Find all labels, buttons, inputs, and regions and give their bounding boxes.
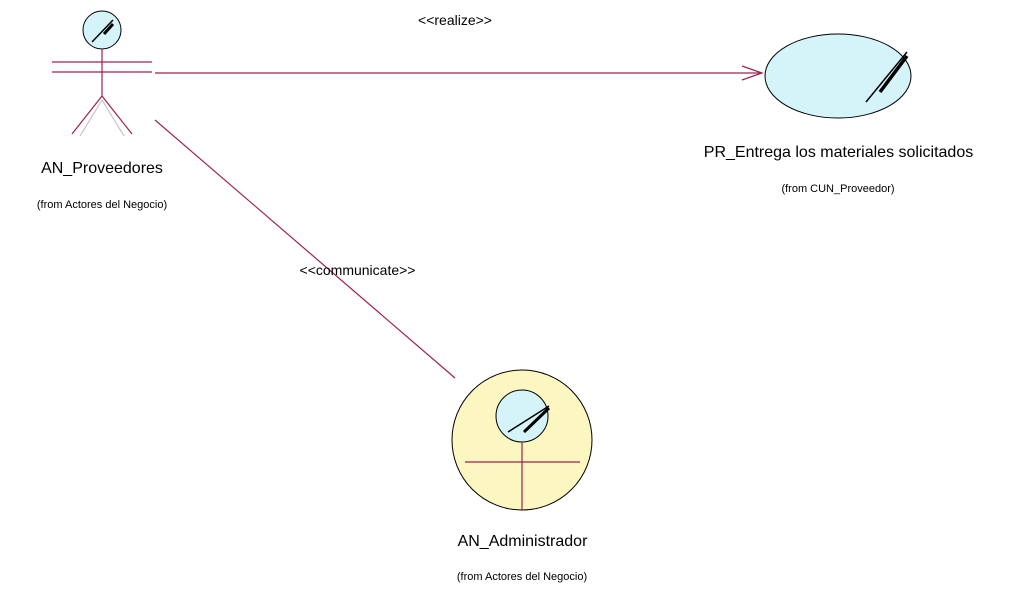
actor-head-icon — [82, 10, 122, 50]
communicate-connector[interactable] — [154, 119, 456, 379]
use-case-name-entrega: PR_Entrega los materiales solicitados — [703, 144, 974, 161]
business-worker-administrador[interactable] — [451, 369, 593, 511]
realize-stereotype: <<realize>> — [418, 12, 492, 28]
open-arrow-head — [741, 65, 764, 81]
realize-connector[interactable] — [155, 65, 764, 81]
business-actor-proveedores[interactable] — [52, 10, 152, 137]
communicate-stereotype: <<communicate>> — [299, 262, 416, 278]
worker-name-administrador: AN_Administrador — [457, 533, 588, 550]
worker-head-icon — [495, 389, 551, 443]
actor-name-proveedores: AN_Proveedores — [41, 160, 163, 177]
realization-slash-icon — [865, 51, 908, 103]
worker-origin-administrador: (from Actores del Negocio) — [456, 571, 588, 583]
use-case-origin-entrega: (from CUN_Proveedor) — [781, 183, 895, 195]
actor-origin-proveedores: (from Actores del Negocio) — [36, 199, 168, 211]
use-case-realization-entrega[interactable] — [764, 33, 912, 119]
